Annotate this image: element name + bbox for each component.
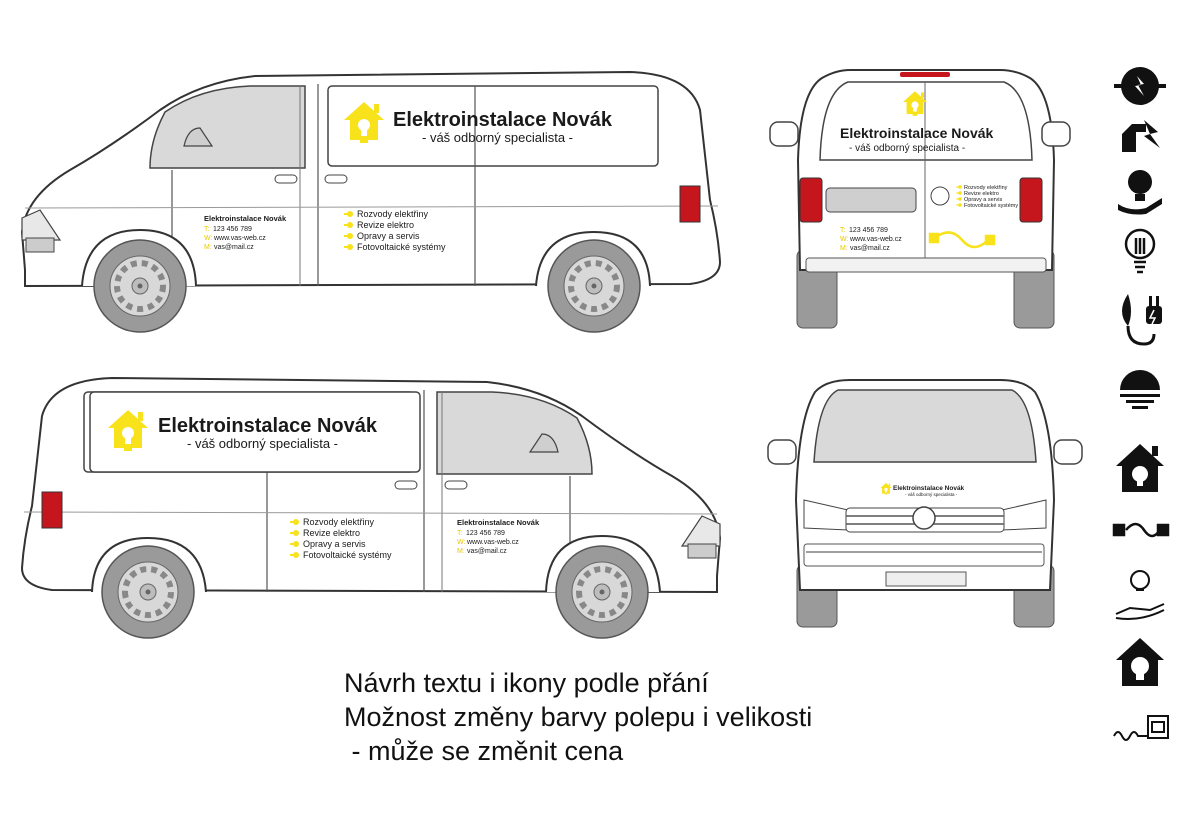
- mail-prefix: M:: [204, 244, 212, 251]
- van-front: Elektroinstalace Novák - váš odborný spe…: [767, 379, 1083, 628]
- service-1: Rozvody elektřiny: [303, 517, 375, 527]
- cable-socket-icon: [1113, 715, 1169, 741]
- phone: 123 456 789: [213, 226, 252, 233]
- van-side-right: Elektroinstalace Novák - váš odborný spe…: [22, 378, 720, 638]
- service-4: Fotovoltaické systémy: [303, 550, 392, 560]
- phone-prefix: T:: [457, 530, 463, 537]
- phone: 123 456 789: [466, 530, 505, 537]
- half-bulb-icon: [1120, 370, 1160, 409]
- service-2: Revize elektro: [303, 528, 360, 538]
- brand-name: Elektroinstalace Novák: [393, 109, 613, 131]
- phone-prefix: T:: [840, 227, 846, 234]
- service-1: Rozvody elektřiny: [964, 185, 1008, 191]
- mail: vas@mail.cz: [467, 548, 507, 555]
- caption: Návrh textu i ikony podle přání Možnost …: [344, 666, 1104, 768]
- web-prefix: W:: [204, 235, 212, 242]
- service-3: Opravy a servis: [303, 539, 366, 549]
- caption-line-1: Návrh textu i ikony podle přání: [344, 668, 709, 698]
- brand-name: Elektroinstalace Novák: [893, 485, 965, 492]
- brand-tagline: - váš odborný specialista -: [849, 143, 965, 154]
- van-side-left: Elektroinstalace Novák - váš odborný spe…: [22, 72, 720, 332]
- plug-cable-icon: [1112, 522, 1170, 538]
- hand-bulb-icon: [1115, 570, 1165, 620]
- phone-prefix: T:: [204, 226, 210, 233]
- service-2: Revize elektro: [964, 191, 999, 197]
- web: www.vas-web.cz: [849, 236, 902, 243]
- caption-line-2: Možnost změny barvy polepu i velikosti: [344, 702, 813, 732]
- brand-name: Elektroinstalace Novák: [840, 125, 994, 141]
- icon-options: [1112, 67, 1170, 741]
- phone: 123 456 789: [849, 227, 888, 234]
- hand-lightning-icon: [1122, 120, 1160, 152]
- mail-prefix: M:: [457, 548, 465, 555]
- service-4: Fotovoltaické systémy: [964, 203, 1018, 209]
- web: www.vas-web.cz: [466, 539, 519, 546]
- contact-title: Elektroinstalace Novák: [457, 518, 540, 527]
- brand-tagline: - váš odborný specialista -: [422, 130, 573, 145]
- web: www.vas-web.cz: [213, 235, 266, 242]
- plug-lightning-icon: [1114, 67, 1166, 105]
- house-bulb-icon: [1116, 638, 1164, 686]
- mail: vas@mail.cz: [850, 245, 890, 252]
- van-rear: Elektroinstalace Novák - váš odborný spe…: [769, 69, 1071, 329]
- web-prefix: W:: [840, 236, 848, 243]
- brand-name: Elektroinstalace Novák: [158, 415, 378, 437]
- bulb-hand-icon: [1118, 170, 1162, 215]
- bulb-filament-icon: [1124, 228, 1156, 274]
- contact-title: Elektroinstalace Novák: [204, 214, 287, 223]
- web-prefix: W:: [457, 539, 465, 546]
- leaf-plug-icon: [1122, 294, 1162, 346]
- service-3: Opravy a servis: [964, 197, 1002, 203]
- caption-line-3: - může se změnit cena: [344, 736, 624, 766]
- plug-cable-graphic: [928, 231, 996, 249]
- brand-tagline: - váš odborný specialista -: [187, 436, 338, 451]
- service-4: Fotovoltaické systémy: [357, 242, 446, 252]
- house-plug-icon: [1116, 444, 1164, 492]
- service-3: Opravy a servis: [357, 231, 420, 241]
- mail-prefix: M:: [840, 245, 848, 252]
- mail: vas@mail.cz: [214, 244, 254, 251]
- service-1: Rozvody elektřiny: [357, 209, 429, 219]
- service-2: Revize elektro: [357, 220, 414, 230]
- brand-tagline: - váš odborný specialista -: [905, 492, 958, 497]
